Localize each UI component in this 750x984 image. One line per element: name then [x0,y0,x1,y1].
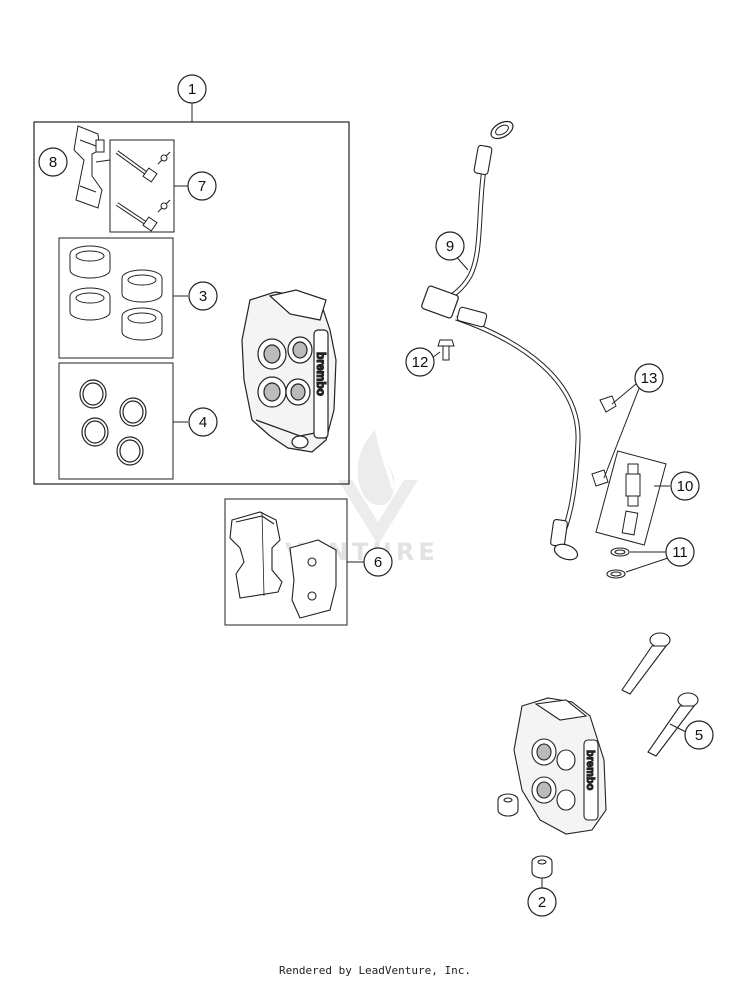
svg-text:9: 9 [446,238,454,255]
part-8-spring-bracket [73,125,105,209]
caliper-logo-small: brembo [584,750,596,791]
callout-2: 2 [527,887,557,917]
kit-box-4 [58,362,174,480]
callout-10: 10 [670,471,700,501]
svg-text:8: 8 [49,154,57,171]
part-13-clips [591,395,617,487]
callout-6: 6 [363,547,393,577]
watermark-flame-icon [357,430,395,506]
callout-8: 8 [38,147,68,177]
svg-text:13: 13 [641,370,658,387]
svg-text:11: 11 [672,544,688,561]
part-3-pistons [69,245,163,341]
callout-3: 3 [188,281,218,311]
callout-12: 12 [405,347,435,377]
callout-4: 4 [188,407,218,437]
callout-5: 5 [684,720,714,750]
render-credit: Rendered by LeadVenture, Inc. [278,964,472,977]
svg-text:2: 2 [538,894,546,911]
caliper-housing-large: brembo [241,289,337,453]
part-7-pins [115,150,171,232]
svg-text:12: 12 [412,354,429,371]
svg-text:4: 4 [199,414,207,431]
part-10-bleeder-valve [621,463,641,536]
part-2-spacers [497,793,553,879]
kit-box-3 [58,237,174,359]
part-4-seals [79,379,147,466]
svg-text:1: 1 [188,81,196,98]
part-11-washers [606,547,630,579]
caliper-assembly-small: brembo [513,697,607,835]
caliper-logo-large: brembo [314,352,328,396]
callout-9: 9 [435,231,465,261]
part-9-brake-hose [421,120,581,561]
watermark-v-icon [338,480,418,545]
svg-text:7: 7 [198,178,206,195]
callout-1: 1 [177,74,207,104]
part-12-bolt [437,339,455,361]
callout-7: 7 [187,171,217,201]
svg-text:3: 3 [199,288,207,305]
callout-13: 13 [634,363,664,393]
callout-11: 11 [665,537,695,567]
kit-box-10 [595,450,667,546]
part-5-mounting-bolts [621,632,699,757]
svg-text:6: 6 [374,554,382,571]
part-6-brake-pads [229,511,337,619]
svg-text:5: 5 [695,727,703,744]
svg-text:10: 10 [677,478,694,495]
